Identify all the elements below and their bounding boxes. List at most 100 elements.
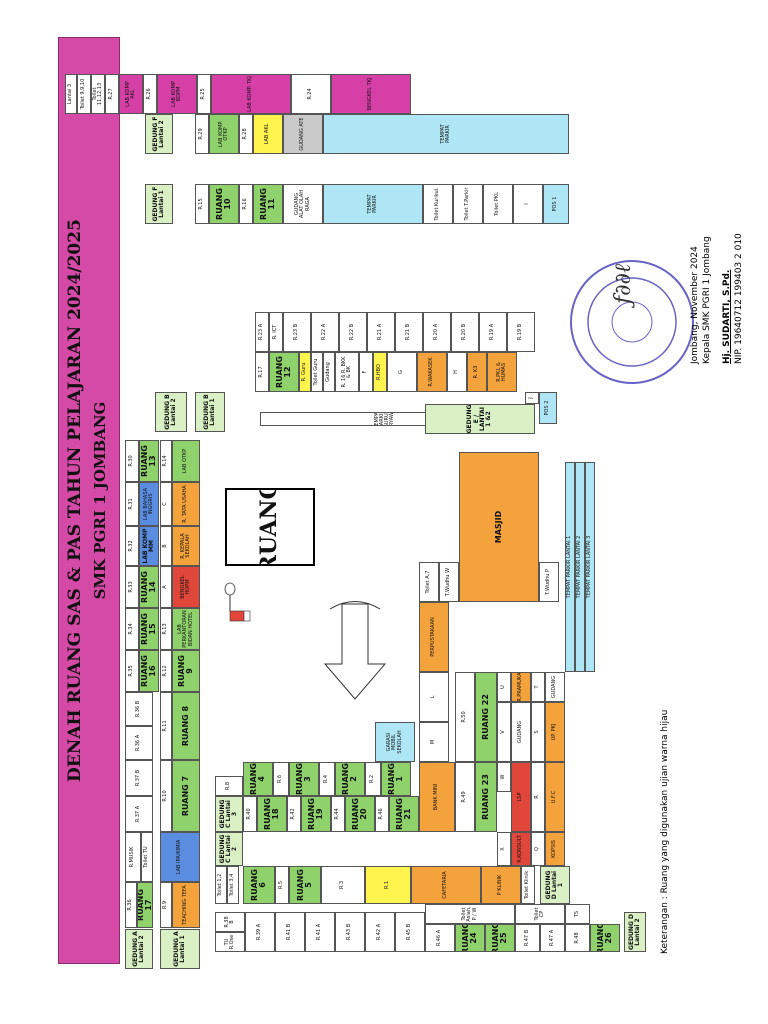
pos-1: POS 1 <box>543 184 569 224</box>
lab-ipa-kimia: LAB IPA/KIMIA <box>160 832 200 882</box>
r-ict: R. ICT <box>269 312 283 352</box>
toilet-asiah: Toilet Asiah, P / W <box>425 904 515 924</box>
tempat-parkir-2: TEMPAT PARKIR <box>323 114 569 154</box>
ruang-22: RUANG 22 <box>475 672 497 762</box>
room-r21a: R.21 A <box>367 312 395 352</box>
room-r11: R.11 <box>160 692 172 760</box>
ruang-15: RUANG 15 <box>139 608 159 650</box>
cafetaria: CAFETARIA <box>411 866 481 904</box>
room-r45b: R.45 B <box>395 912 425 952</box>
ruang-1: RUANG 1 <box>381 762 411 796</box>
room-r25: R.25 <box>197 74 211 114</box>
room-r6: R.6 <box>273 762 289 796</box>
r-k3: R. K3 <box>467 352 487 392</box>
lab-bahasa-inggris: LAB BAHASA INGGRIS <box>139 482 159 526</box>
toilet-pkl: Toilet PKL <box>483 184 513 224</box>
lsp: LSP <box>511 762 531 832</box>
ruang-21: RUANG 21 <box>389 796 419 832</box>
up-pkj: UP. PKJ <box>545 702 565 762</box>
gedung-b-lantai-1: GEDUNG B Lantai 1 <box>195 392 225 432</box>
school-name: SMK PGRI 1 JOMBANG <box>91 401 109 600</box>
room-r19b: R.19 B <box>507 312 535 352</box>
ruang-25: RUANG 25 <box>485 924 515 952</box>
gedung-a-lantai-2: GEDUNG A Lantai 2 <box>125 929 153 969</box>
room-t: T <box>531 672 545 702</box>
place-date: Jombang, November 2024 <box>690 246 700 364</box>
room-musik: R.MUSIK <box>125 832 141 882</box>
room-r37a: R.37 A <box>125 796 153 832</box>
room-r41a: R.41 A <box>305 912 335 952</box>
room-r46a: R.46 A <box>425 924 455 952</box>
ruang-6: RUANG 6 <box>243 866 275 904</box>
room-h: H <box>447 352 467 392</box>
room-r48: R.48 <box>565 924 590 952</box>
ruang-13: RUANG 13 <box>139 440 159 482</box>
toilet-l3b: Toilet 11,12,13 <box>91 74 105 114</box>
room-r22a: R.22 A <box>311 312 339 352</box>
room-r23a: R.23 A <box>255 312 269 352</box>
room-r46: R.46 <box>375 796 389 832</box>
room-r36: R.36 <box>125 882 137 928</box>
lab-komp-mm: LAB KOMP MM <box>139 526 159 566</box>
garasi-mobil: GARASI MOBIL SEKOLAH <box>375 722 415 762</box>
room-r8: R.8 <box>215 776 243 796</box>
room-r34: R.34 <box>125 608 139 650</box>
klinik: P KLINIK <box>481 866 521 904</box>
room-r24: R.24 <box>291 74 331 114</box>
room-s: S <box>531 702 545 762</box>
room-q: Q <box>531 832 545 866</box>
room-r42: R.42 <box>287 796 301 832</box>
tata-usaha: R. TATA USAHA <box>172 482 200 526</box>
room-r47a: R.47 A <box>540 924 565 952</box>
room-r14: R.14 <box>160 440 172 482</box>
ruang-24: RUANG 24 <box>455 924 485 952</box>
ruang-23: RUANG 23 <box>475 762 497 832</box>
room-r44: R.44 <box>331 796 345 832</box>
toilet-cp: Toilet CP <box>515 904 565 924</box>
r16-bkk: R. 16 R. BKK & BK <box>335 352 359 392</box>
signature-position: Kepala SMK PGRI 1 Jombang <box>702 236 712 364</box>
signature-name: Hj. SUDARTI, S.Pd. <box>722 269 732 364</box>
room-r36a: R.36 A <box>125 726 153 760</box>
gudang-ate: GUDANG ATE <box>283 114 323 154</box>
gudang-t: GUDANG <box>545 672 565 702</box>
room-r35: R.35 <box>125 650 139 692</box>
room-r38b: R.38 B <box>215 912 245 932</box>
room-r29: R.29 <box>195 114 209 154</box>
room-r36b: R.36 B <box>125 692 153 726</box>
room-r33: R.33 <box>125 566 139 608</box>
ruang-7: RUANG 7 <box>172 760 200 832</box>
room-r41b: R.41 B <box>275 912 305 952</box>
room-r: R <box>531 762 545 832</box>
ruang-sign: RUANG <box>225 488 315 566</box>
toilet-ts: TS <box>565 904 590 924</box>
gudang-olahraga: GUDANG ALAT OLAH RAGA <box>283 184 323 224</box>
room-r22b: R.22 B <box>339 312 367 352</box>
room-i: I <box>513 184 543 224</box>
gedung-d-lantai-2: GEDUNG D Lantai 2 <box>624 912 646 952</box>
kopsis: KOPSIS <box>545 832 565 866</box>
toilet-tu: Toilet TU <box>141 832 153 882</box>
toilet-l3: Toilet 9,9,10 <box>77 74 91 114</box>
ruang-20: RUANG 20 <box>345 796 375 832</box>
ufc: U.F.C <box>545 762 565 832</box>
room-g: G <box>387 352 417 392</box>
room-r4: R.4 <box>319 762 335 796</box>
room-r15: R.15 <box>195 184 209 224</box>
lantai-3-label: Lantai 3 <box>65 74 77 114</box>
room-r12: R.12 <box>160 650 172 692</box>
ruang-3: RUANG 3 <box>289 762 319 796</box>
gedung-b-lantai-2: GEDUNG B Lantai 2 <box>155 392 187 432</box>
room-r40: R.40 <box>243 796 257 832</box>
ruang-5: RUANG 5 <box>289 866 321 904</box>
t-wudhu-p: T.Wudhu P <box>539 562 559 602</box>
gedung-f-lantai-2: GEDUNG F Lantai 2 <box>145 114 173 154</box>
ruang-sign-label: RUANG <box>256 488 283 566</box>
ruang-26: RUANG 26 <box>590 924 620 952</box>
room-c: C <box>160 482 172 526</box>
room-w: W <box>497 762 511 792</box>
bengkel-hopm: BENGKEL HOPM <box>172 566 200 608</box>
room-u: U <box>497 672 511 702</box>
room-x: X <box>497 832 511 866</box>
